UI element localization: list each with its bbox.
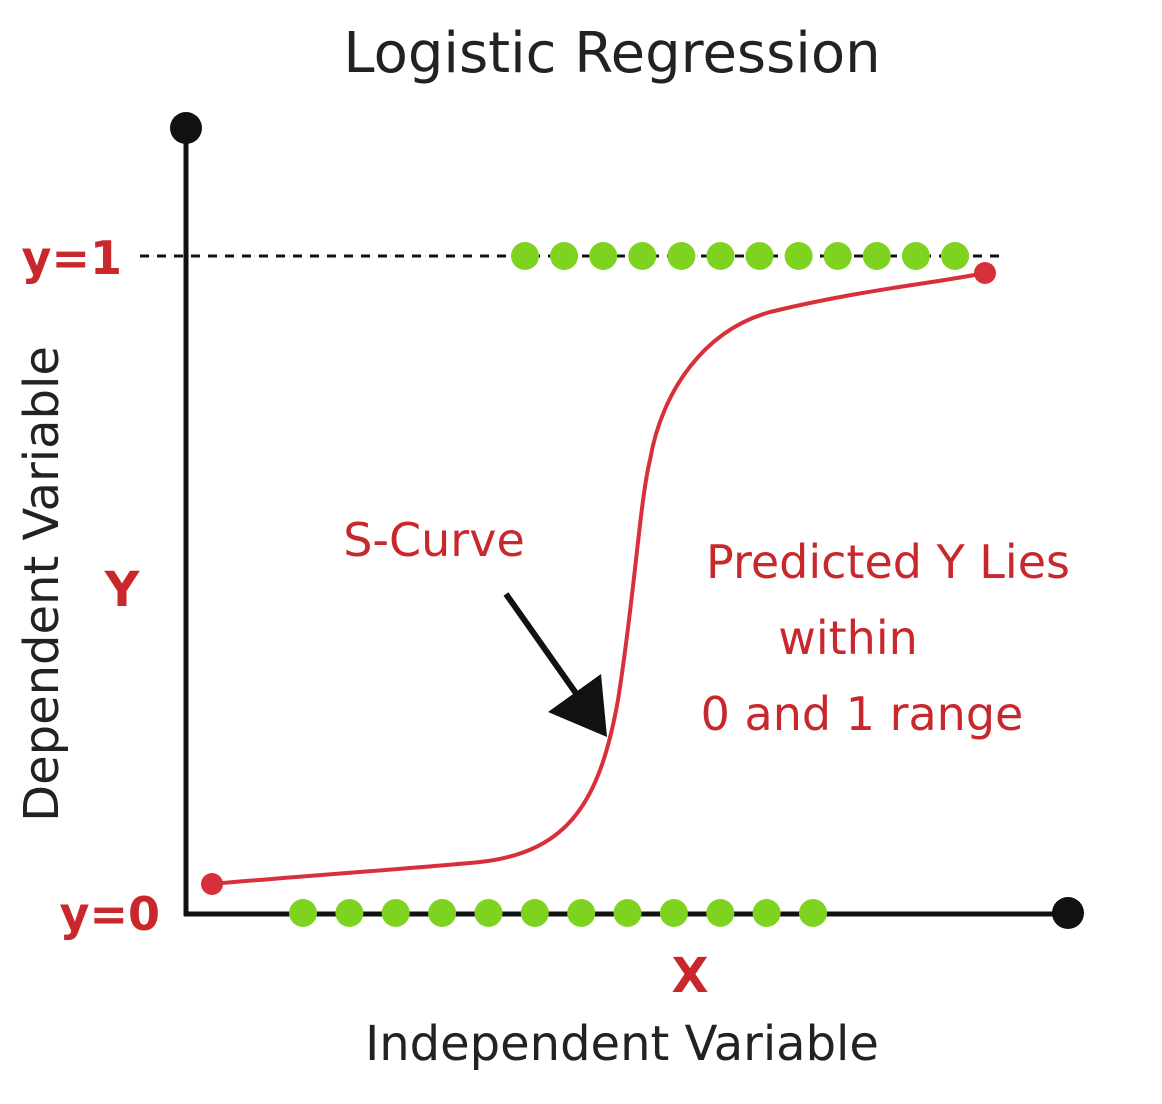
x-axis-endpoint [1052,897,1084,929]
diagram-title: Logistic Regression [343,21,880,86]
top-observation-point [862,242,891,270]
bottom-observation-point [799,899,827,927]
s-curve-start-point [201,873,223,895]
predicted-line-2: within [778,611,918,665]
bottom-observation-point [752,899,781,927]
annotation-arrow-head [548,674,607,737]
y1-label: y=1 [21,231,122,285]
top-observation-point [706,242,735,270]
bottom-observation-point [567,899,596,927]
bottom-observation-point [520,899,549,927]
top-observation-point [628,242,657,270]
bottom-observation-point [613,899,642,927]
y0-label: y=0 [59,887,160,941]
s-curve-line [211,271,986,886]
bottom-observation-point [381,899,410,927]
bottom-observation-point [428,899,457,927]
predicted-line-1: Predicted Y Lies [706,535,1070,589]
y-axis-symbol: Y [104,562,141,618]
top-observation-point [823,242,852,270]
top-observation-point [941,242,969,270]
annotation-arrow-shaft [503,592,588,708]
top-observation-point [901,242,930,270]
top-observation-point [589,242,618,270]
bottom-observation-point [335,899,364,927]
x-axis-title: Independent Variable [365,1016,879,1072]
top-points-group [511,242,969,270]
bottom-observation-point [289,899,317,927]
bottom-observation-point [706,899,735,927]
predicted-line-3: 0 and 1 range [701,687,1024,741]
top-observation-point [550,242,579,270]
s-curve-end-point [974,262,996,284]
bottom-observation-point [659,899,688,927]
top-observation-point [745,242,774,270]
top-observation-point [784,242,813,270]
top-observation-point [667,242,696,270]
y-axis-endpoint [170,112,202,144]
s-curve-label: S-Curve [343,513,525,567]
bottom-points-group [289,899,827,927]
x-axis-symbol: X [671,948,708,1004]
bottom-observation-point [474,899,503,927]
top-observation-point [511,242,539,270]
y-axis-title: Dependent Variable [14,346,70,822]
